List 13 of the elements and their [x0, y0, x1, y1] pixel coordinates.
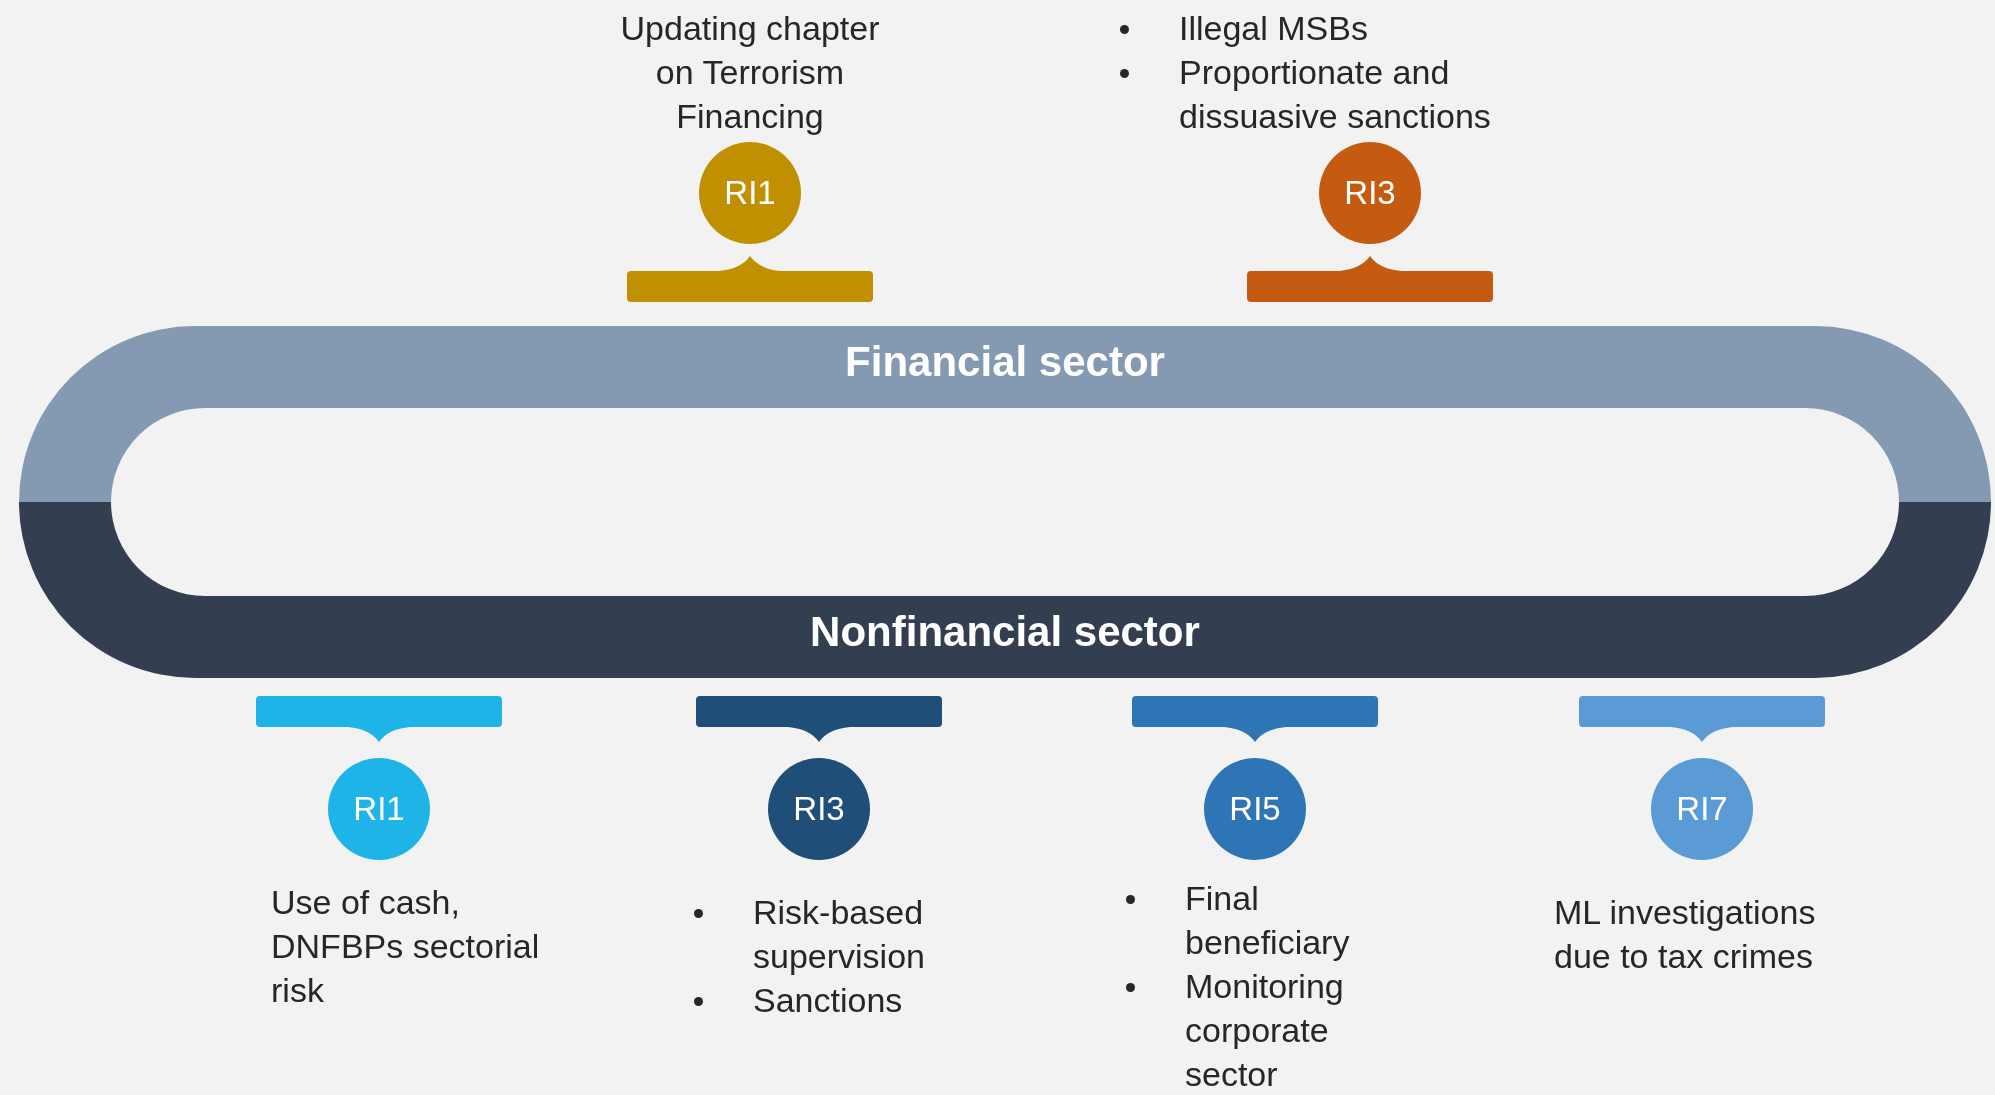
band-label: Financial sector: [844, 337, 1166, 387]
caption-text: ML investigations due to tax crimes: [1554, 892, 1817, 977]
bullet-text: Illegal MSBs: [1179, 8, 1368, 49]
loop-band-half: [19, 502, 1991, 678]
bullet-text: Final beneficiary: [1185, 878, 1350, 963]
bullet-text: Sanctions: [753, 980, 903, 1021]
bullet-text: Proportionate and dissuasive sanctions: [1179, 52, 1492, 137]
bullet-text: Monitoring corporate sector: [1185, 966, 1345, 1095]
band-label: Nonfinancial sector: [809, 607, 1201, 657]
caption-text: Use of cash, DNFBPs sectorial risk: [271, 882, 541, 1011]
caption-text: Updating chapter on Terrorism Financing: [619, 8, 881, 137]
bullet-text: Risk-based supervision: [753, 892, 926, 977]
loop-band-half: [19, 326, 1991, 502]
